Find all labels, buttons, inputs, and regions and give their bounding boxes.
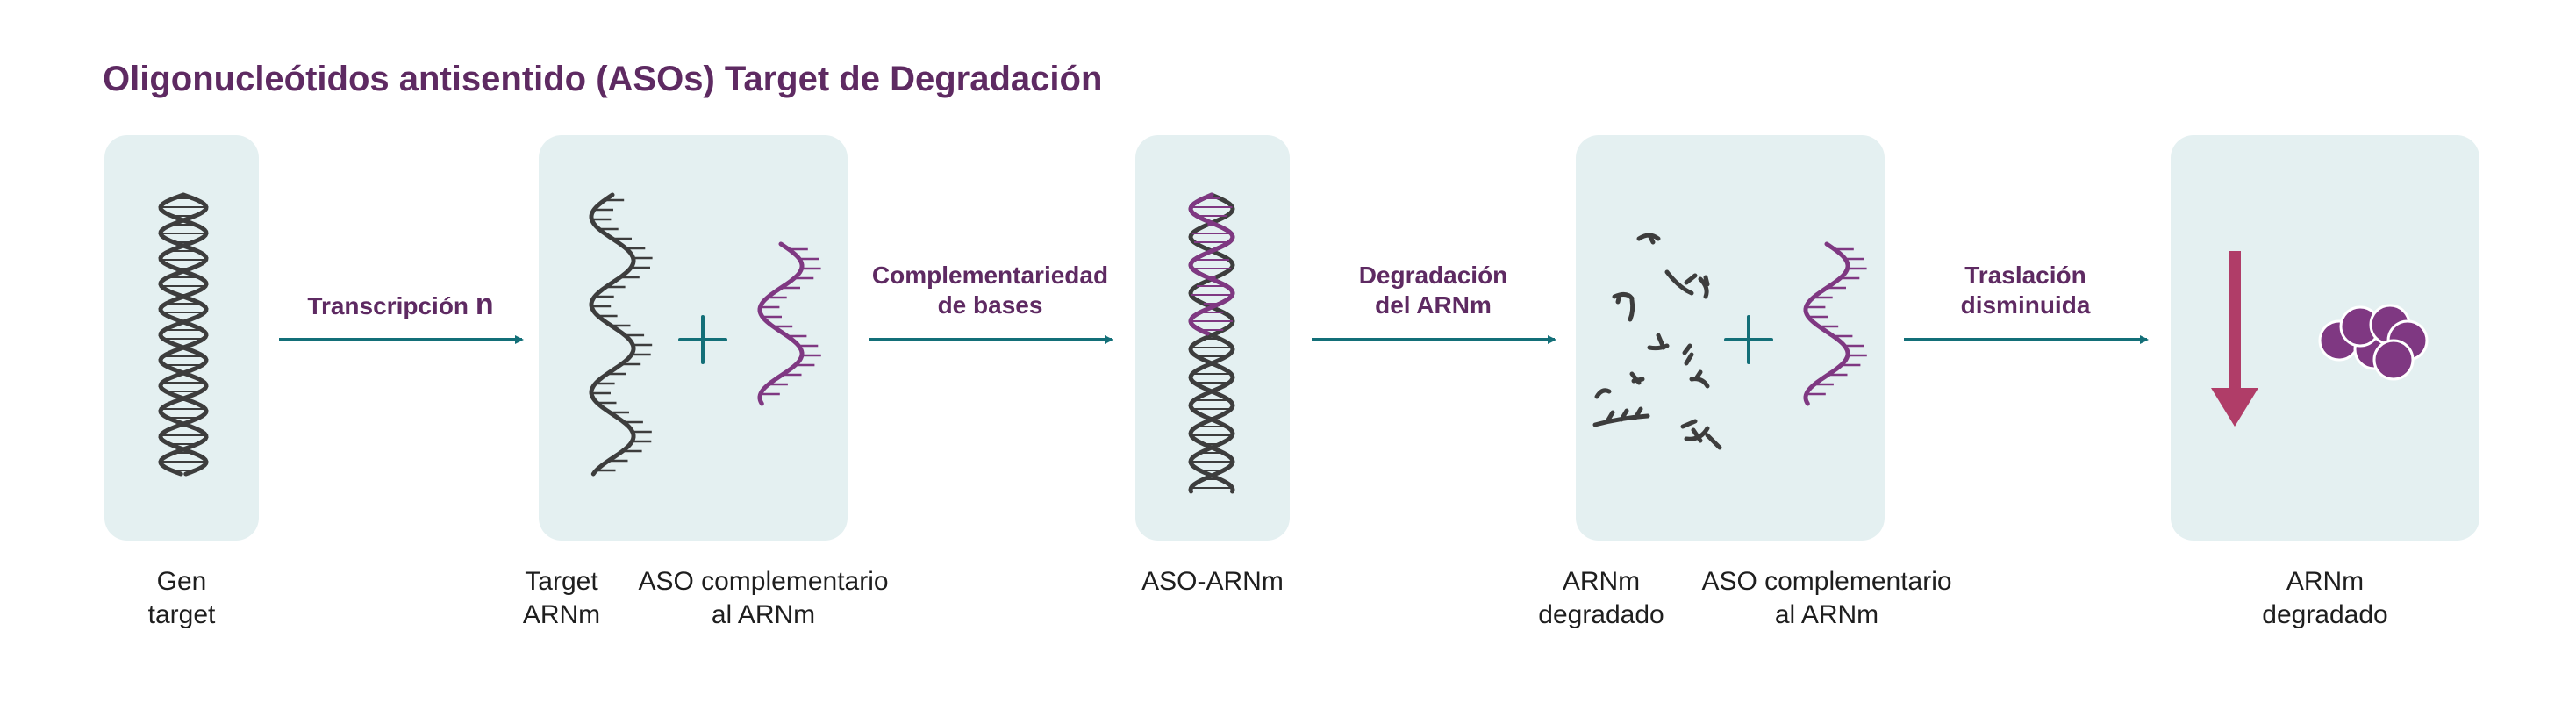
label-complementary-aso-2: ASO complementario al ARNm <box>1701 567 1952 629</box>
plus-icon <box>1724 315 1773 364</box>
aso-mrna-duplex-icon <box>1188 192 1235 494</box>
plus-icon <box>678 315 727 364</box>
protein-cluster-icon <box>2318 304 2429 381</box>
step-label-base-pairing: Complementariedad de bases <box>871 262 1109 319</box>
diagram-title: Oligonucleótidos antisentido (ASOs) Targ… <box>103 60 1103 98</box>
step-label-reduced-translation: Traslación disminuida <box>1960 262 2091 319</box>
label-complementary-aso: ASO complementario al ARNm <box>638 567 889 629</box>
label-aso-mrna: ASO-ARNm <box>1141 567 1284 596</box>
mrna-fragments-icon <box>1592 233 1722 450</box>
label-degraded-mrna-result: ARNm degradado <box>2262 567 2388 629</box>
label-target-mrna: Target ARNm <box>522 567 601 629</box>
step-label-mrna-degradation: Degradación del ARNm <box>1358 262 1508 319</box>
mrna-strand-icon <box>589 192 653 477</box>
aso-strand-icon <box>1803 241 1867 406</box>
dna-double-helix-icon <box>158 192 209 477</box>
step-label-transcription: Transcripción n <box>307 288 494 321</box>
label-gene-target: Gen target <box>147 567 216 629</box>
aso-strand-icon <box>757 241 821 406</box>
n-glyph-icon: n <box>475 288 494 321</box>
down-arrow-icon <box>2211 251 2258 427</box>
label-degraded-mrna: ARNm degradado <box>1538 567 1664 629</box>
